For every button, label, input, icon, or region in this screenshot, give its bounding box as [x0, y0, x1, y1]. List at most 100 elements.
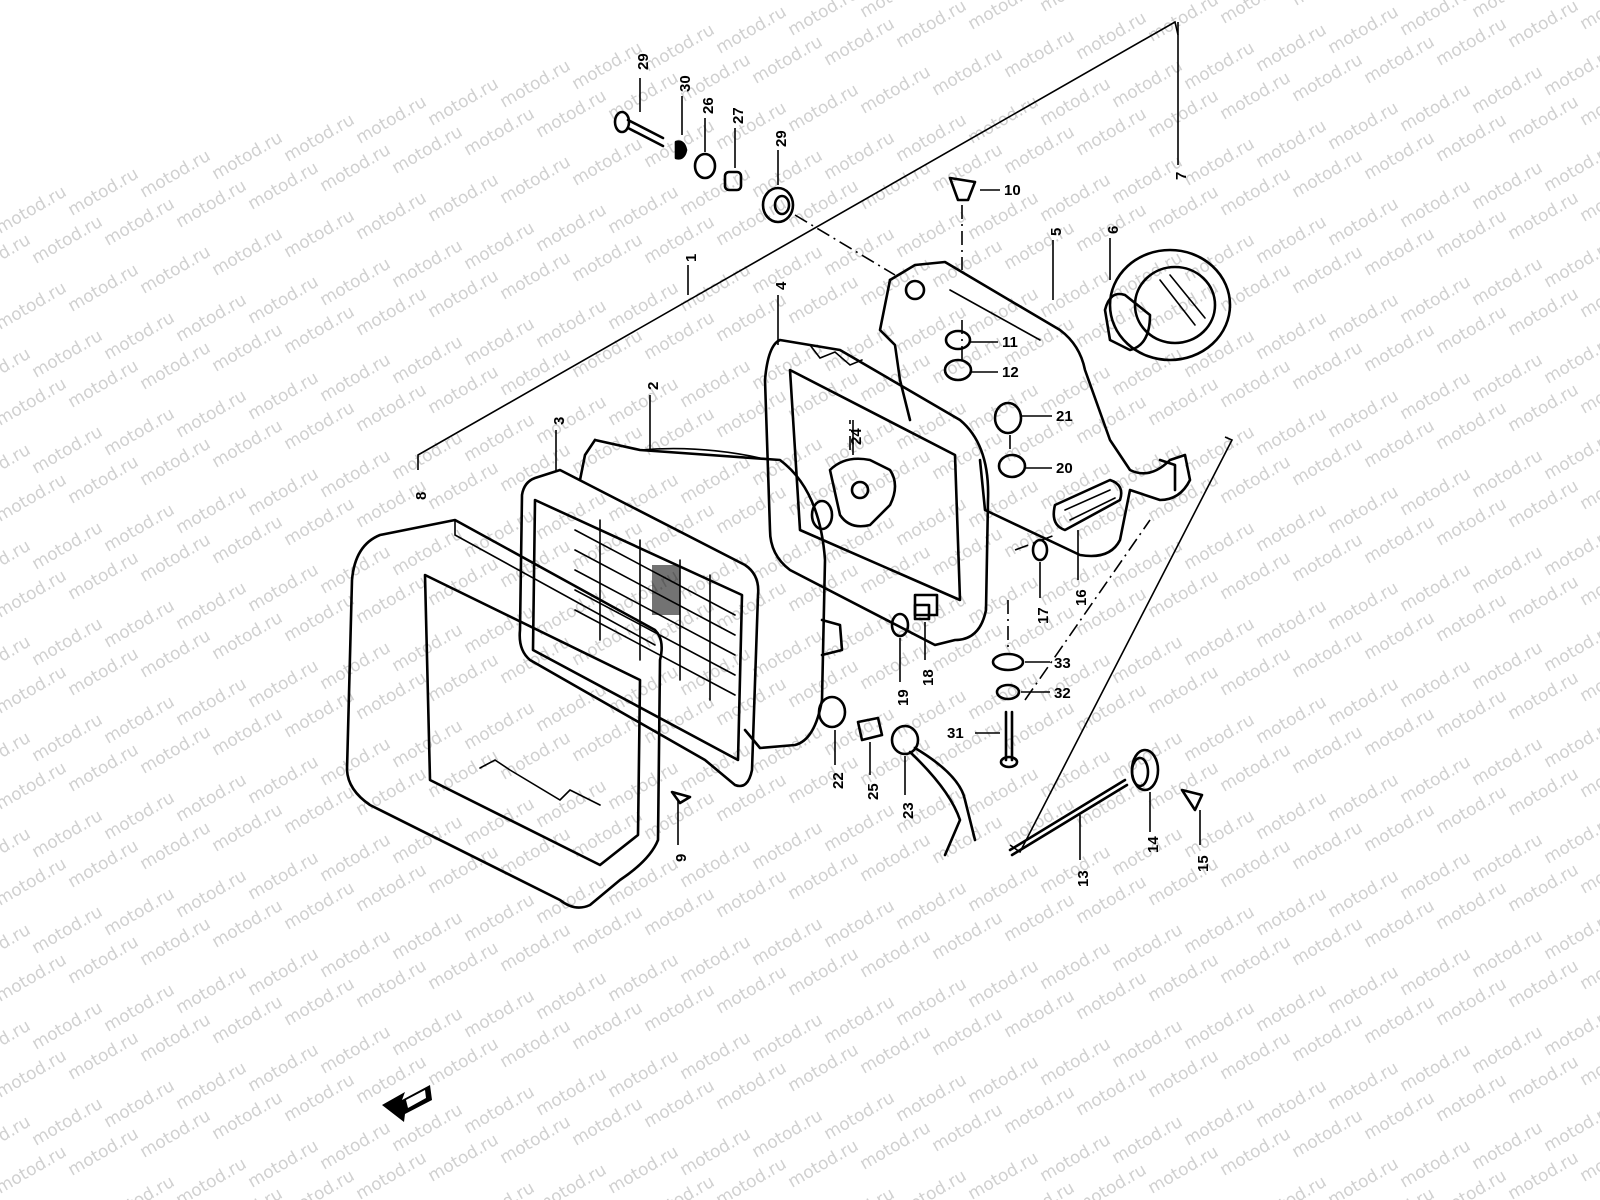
watermark-text: motod.ru	[1181, 998, 1259, 1054]
watermark-text: motod.ru	[605, 1142, 683, 1198]
watermark-text: motod.ru	[1469, 734, 1547, 790]
watermark-text: motod.ru	[713, 962, 791, 1018]
watermark-text: motod.ru	[713, 1154, 791, 1200]
watermark-text: motod.ru	[821, 608, 899, 664]
watermark-text: motod.ru	[281, 494, 359, 550]
watermark-text: motod.ru	[1145, 566, 1223, 622]
watermark-text: motod.ru	[1073, 968, 1151, 1024]
watermark-text: motod.ru	[173, 482, 251, 538]
watermark-text: motod.ru	[641, 1076, 719, 1132]
watermark-text: motod.ru	[1433, 14, 1511, 70]
watermark-text: motod.ru	[1433, 110, 1511, 166]
watermark-text: motod.ru	[1325, 290, 1403, 346]
watermark-text: motod.ru	[353, 1148, 431, 1200]
watermark-text: motod.ru	[821, 800, 899, 856]
watermark-text: motod.ru	[1397, 1136, 1475, 1192]
watermark-text: motod.ru	[1433, 878, 1511, 934]
watermark-text: motod.ru	[1253, 1076, 1331, 1132]
watermark-text: motod.ru	[821, 224, 899, 280]
watermark-text: motod.ru	[1145, 1142, 1223, 1198]
watermark-text: motod.ru	[173, 962, 251, 1018]
label-3: 3	[551, 417, 568, 425]
label-2: 2	[645, 382, 662, 390]
part-8-headlight-rim	[345, 518, 663, 909]
watermark-text: motod.ru	[209, 608, 287, 664]
watermark-text: motod.ru	[1469, 926, 1547, 982]
watermark-text: motod.ru	[785, 1040, 863, 1096]
watermark-text: motod.ru	[929, 812, 1007, 868]
watermark-text: motod.ru	[317, 734, 395, 790]
watermark-text: motod.ru	[137, 146, 215, 202]
watermark-text: motod.ru	[1433, 782, 1511, 838]
watermark-text: motod.ru	[101, 788, 179, 844]
watermark-text: motod.ru	[1505, 188, 1583, 244]
watermark-text: motod.ru	[893, 398, 971, 454]
watermark-text: motod.ru	[497, 152, 575, 208]
watermark-text: motod.ru	[1001, 218, 1079, 274]
watermark-text: motod.ru	[1397, 176, 1475, 232]
label-10: 10	[1004, 182, 1021, 199]
watermark-text: motod.ru	[1361, 128, 1439, 184]
watermark-text: motod.ru	[101, 596, 179, 652]
label-26: 26	[700, 97, 717, 114]
watermark-text: motod.ru	[317, 1022, 395, 1078]
watermark-text: motod.ru	[1253, 500, 1331, 556]
watermark-text: motod.ru	[785, 272, 863, 328]
watermark-text: motod.ru	[1145, 758, 1223, 814]
watermark-text: motod.ru	[425, 1130, 503, 1186]
watermark-text: motod.ru	[281, 302, 359, 358]
watermark-text: motod.ru	[425, 938, 503, 994]
label-25: 25	[865, 783, 882, 800]
watermark-text: motod.ru	[1433, 494, 1511, 550]
watermark-text: motod.ru	[1109, 344, 1187, 400]
watermark-text: motod.ru	[137, 818, 215, 874]
watermark-text: motod.ru	[785, 848, 863, 904]
watermark-text: motod.ru	[1289, 530, 1367, 586]
watermark-text: motod.ru	[173, 386, 251, 442]
watermark-text: motod.ru	[569, 998, 647, 1054]
watermark-text: motod.ru	[605, 182, 683, 238]
watermark-text: motod.ru	[677, 836, 755, 892]
watermark-text: motod.ru	[1469, 1022, 1547, 1078]
watermark-text: motod.ru	[821, 992, 899, 1048]
part-6-7-adjuster-cover	[1103, 248, 1232, 362]
watermark-text: motod.ru	[533, 680, 611, 736]
watermark-text: motod.ru	[0, 566, 70, 622]
watermark-text: motod.ru	[713, 770, 791, 826]
watermark-text: motod.ru	[65, 452, 143, 508]
watermark-text: motod.ru	[1325, 674, 1403, 730]
watermark-text: motod.ru	[857, 926, 935, 982]
watermark-text: motod.ru	[533, 872, 611, 928]
part-24-bulb-socket	[810, 457, 897, 531]
watermark-text: motod.ru	[1289, 146, 1367, 202]
watermark-text: motod.ru	[569, 422, 647, 478]
watermark-text: motod.ru	[173, 290, 251, 346]
watermark-text: motod.ru	[425, 266, 503, 322]
label-30: 30	[677, 75, 694, 92]
part-3-sealed-beam-unit	[518, 468, 760, 788]
watermark-text: motod.ru	[1541, 332, 1600, 388]
watermark-text: motod.ru	[1037, 938, 1115, 994]
watermark-text: motod.ru	[317, 350, 395, 406]
label-27: 27	[730, 107, 747, 124]
watermark-text: motod.ru	[677, 644, 755, 700]
watermark-text: motod.ru	[929, 140, 1007, 196]
watermark-text: motod.ru	[1505, 0, 1583, 52]
watermark-text: motod.ru	[0, 374, 70, 430]
watermark-text: motod.ru	[65, 260, 143, 316]
watermark-text: motod.ru	[677, 932, 755, 988]
watermark-text: motod.ru	[821, 1184, 899, 1200]
watermark-text: motod.ru	[713, 1058, 791, 1114]
watermark-text: motod.ru	[389, 122, 467, 178]
watermark-text: motod.ru	[1253, 308, 1331, 364]
watermark-text: motod.ru	[749, 1010, 827, 1066]
part-4-mounting-frame	[763, 338, 990, 647]
watermark-text: motod.ru	[821, 1088, 899, 1144]
part-2-headlight-housing	[578, 438, 844, 750]
watermark-text: motod.ru	[965, 764, 1043, 820]
watermark-text: motod.ru	[1541, 908, 1600, 964]
watermark-text: motod.ru	[1433, 590, 1511, 646]
watermark-text: motod.ru	[1037, 1034, 1115, 1090]
label-20: 20	[1056, 460, 1073, 477]
